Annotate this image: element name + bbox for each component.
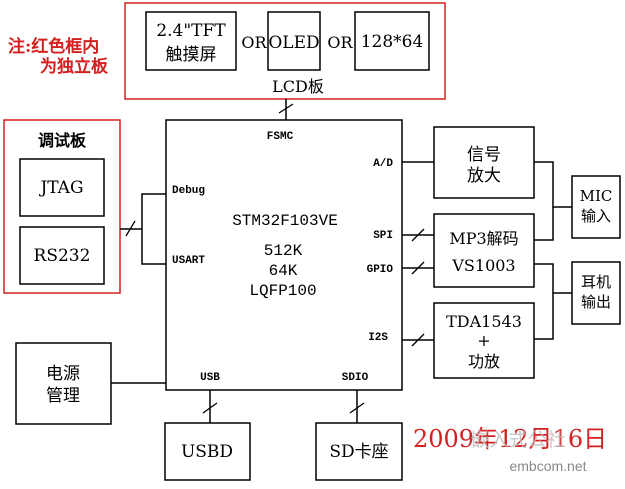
tda-line1: TDA1543 bbox=[446, 312, 522, 331]
tft-line1: 2.4"TFT bbox=[156, 21, 226, 41]
amp-box bbox=[433, 126, 535, 199]
debug-slash bbox=[125, 220, 136, 237]
mcu-box bbox=[165, 119, 403, 391]
lcd-board-label: LCD板 bbox=[272, 77, 324, 96]
jtag-label: JTAG bbox=[38, 178, 83, 198]
pin-usart: USART bbox=[172, 255, 205, 267]
tda-line2: + bbox=[477, 331, 490, 350]
pin-debug: Debug bbox=[172, 185, 205, 197]
debug-board-label: 调试板 bbox=[38, 131, 87, 150]
earphone-line2: 输出 bbox=[581, 293, 611, 311]
pin-fsmc: FSMC bbox=[267, 131, 294, 143]
note-line2: 为独立板 bbox=[40, 56, 109, 77]
pin-i2s: I2S bbox=[368, 332, 388, 344]
mp3-line2: VS1003 bbox=[451, 256, 515, 275]
mp3-mic-link bbox=[534, 207, 554, 241]
usb-slash bbox=[202, 402, 218, 414]
lcd-board-frame bbox=[124, 2, 446, 100]
pin-ad: A/D bbox=[373, 158, 393, 170]
mcu-flash: 512K bbox=[264, 242, 303, 260]
jtag-box bbox=[19, 158, 105, 217]
mcu-package: LQFP100 bbox=[249, 282, 316, 300]
or-label-2: OR bbox=[327, 33, 353, 52]
oled-label: OLED bbox=[268, 33, 319, 53]
gpio-slash bbox=[411, 261, 425, 275]
mp3-line1: MP3解码 bbox=[449, 229, 518, 248]
earphone-line1: 耳机 bbox=[581, 273, 611, 291]
watermark-cn: 嵌入式公社 bbox=[470, 429, 565, 451]
amp-line1: 信号 bbox=[467, 145, 501, 165]
debug-connector bbox=[141, 193, 166, 265]
earphone-box bbox=[571, 261, 621, 325]
oled-box bbox=[267, 11, 321, 71]
usbd-box bbox=[164, 422, 251, 481]
pin-usb: USB bbox=[200, 372, 220, 384]
tda-ear-link bbox=[534, 293, 554, 340]
power-line2: 管理 bbox=[46, 386, 80, 406]
usbd-label: USBD bbox=[181, 442, 233, 462]
pin-sdio: SDIO bbox=[342, 372, 369, 384]
mp3-ear-link bbox=[534, 263, 572, 294]
pin-gpio: GPIO bbox=[367, 264, 394, 276]
sd-box bbox=[315, 422, 403, 481]
rs232-label: RS232 bbox=[34, 246, 91, 266]
power-box bbox=[15, 342, 112, 425]
mic-line1: MIC bbox=[580, 187, 613, 205]
sd-label: SD卡座 bbox=[329, 442, 388, 462]
date-label: 2009年12月16日 bbox=[413, 425, 607, 453]
debug-board-frame bbox=[3, 119, 121, 294]
amp-mic-link bbox=[534, 161, 572, 208]
i2s-slash bbox=[411, 333, 425, 347]
mono-lcd-label: 128*64 bbox=[361, 32, 424, 52]
power-line1: 电源 bbox=[46, 364, 80, 384]
mic-line2: 输入 bbox=[581, 207, 611, 225]
or-label-1: OR bbox=[241, 33, 267, 52]
amp-line2: 放大 bbox=[467, 166, 501, 186]
spi-slash bbox=[411, 228, 425, 242]
tda-box bbox=[433, 302, 535, 379]
pin-spi: SPI bbox=[373, 230, 393, 242]
mp3-box bbox=[433, 213, 535, 288]
fsmc-bus-slash bbox=[278, 103, 294, 114]
tft-box bbox=[145, 11, 237, 71]
mcu-ram: 64K bbox=[269, 262, 298, 280]
watermark-url: embcom.net bbox=[509, 458, 586, 474]
sdio-slash bbox=[349, 402, 365, 414]
note-line1: 注:红色框内 bbox=[8, 36, 99, 57]
mcu-name: STM32F103VE bbox=[232, 212, 338, 230]
rs232-box bbox=[19, 226, 105, 285]
tft-line2: 触摸屏 bbox=[166, 45, 217, 65]
tda-line3: 功放 bbox=[468, 352, 500, 371]
mono-lcd-box bbox=[354, 11, 430, 71]
